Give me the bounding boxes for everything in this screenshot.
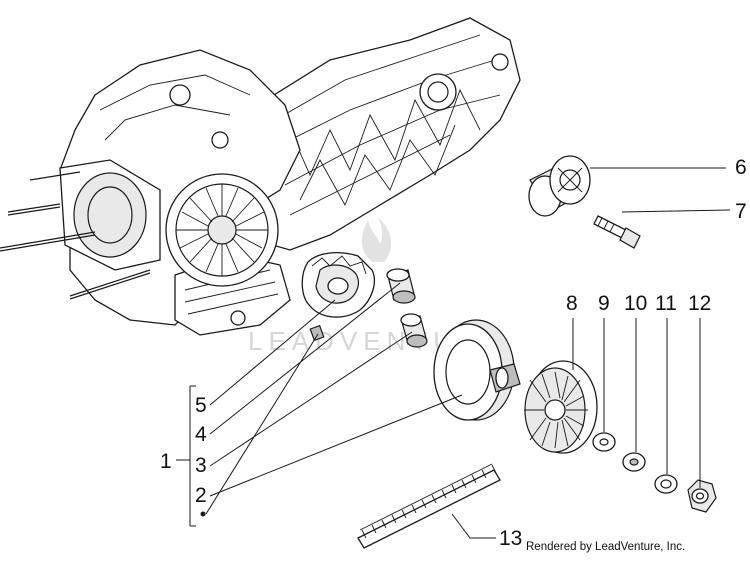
render-credit: Rendered by LeadVenture, Inc. bbox=[526, 541, 686, 553]
callout-4: 4 bbox=[195, 423, 207, 446]
part-7-bolt bbox=[593, 215, 641, 249]
watermark-flame-logo bbox=[361, 218, 392, 262]
part-12-nut bbox=[687, 479, 717, 513]
leader-dot bbox=[200, 511, 206, 517]
group-bracket-1 bbox=[176, 385, 196, 527]
callout-10: 10 bbox=[624, 292, 647, 315]
part-11-spring-washer bbox=[654, 474, 678, 494]
cylinder-studs bbox=[0, 171, 151, 300]
callout-11: 11 bbox=[655, 292, 677, 315]
part-4-bush bbox=[386, 268, 416, 304]
callout-3: 3 bbox=[195, 454, 207, 477]
callout-7: 7 bbox=[735, 200, 747, 223]
callout-5: 5 bbox=[195, 394, 207, 417]
part-8-fan-pulley bbox=[524, 360, 598, 454]
part-6-roller bbox=[528, 155, 591, 217]
part-13-drive-belt bbox=[357, 463, 501, 549]
callout-2: 2 bbox=[195, 484, 207, 507]
leader-lines bbox=[176, 167, 731, 539]
part-9-washer bbox=[592, 432, 616, 452]
part-3-roller-weight bbox=[400, 313, 428, 348]
callout-8: 8 bbox=[566, 292, 578, 315]
rear-axle-boss bbox=[419, 73, 457, 111]
part-5-ramp-plate bbox=[301, 251, 375, 318]
callout-6: 6 bbox=[735, 156, 747, 179]
callout-labels: 1 2 3 4 5 6 7 8 9 10 11 12 13 bbox=[160, 156, 747, 550]
callout-9: 9 bbox=[598, 292, 610, 315]
callout-13: 13 bbox=[499, 527, 522, 550]
cooling-fan-hub bbox=[207, 215, 237, 245]
part-2-variator-pulley bbox=[433, 319, 521, 421]
cylinder-bore bbox=[73, 172, 147, 258]
part-10-washer bbox=[622, 452, 646, 472]
callout-12: 12 bbox=[688, 292, 711, 315]
callout-1: 1 bbox=[160, 450, 172, 473]
crankcase-assembly bbox=[0, 17, 521, 336]
part-5-slider bbox=[309, 324, 325, 342]
